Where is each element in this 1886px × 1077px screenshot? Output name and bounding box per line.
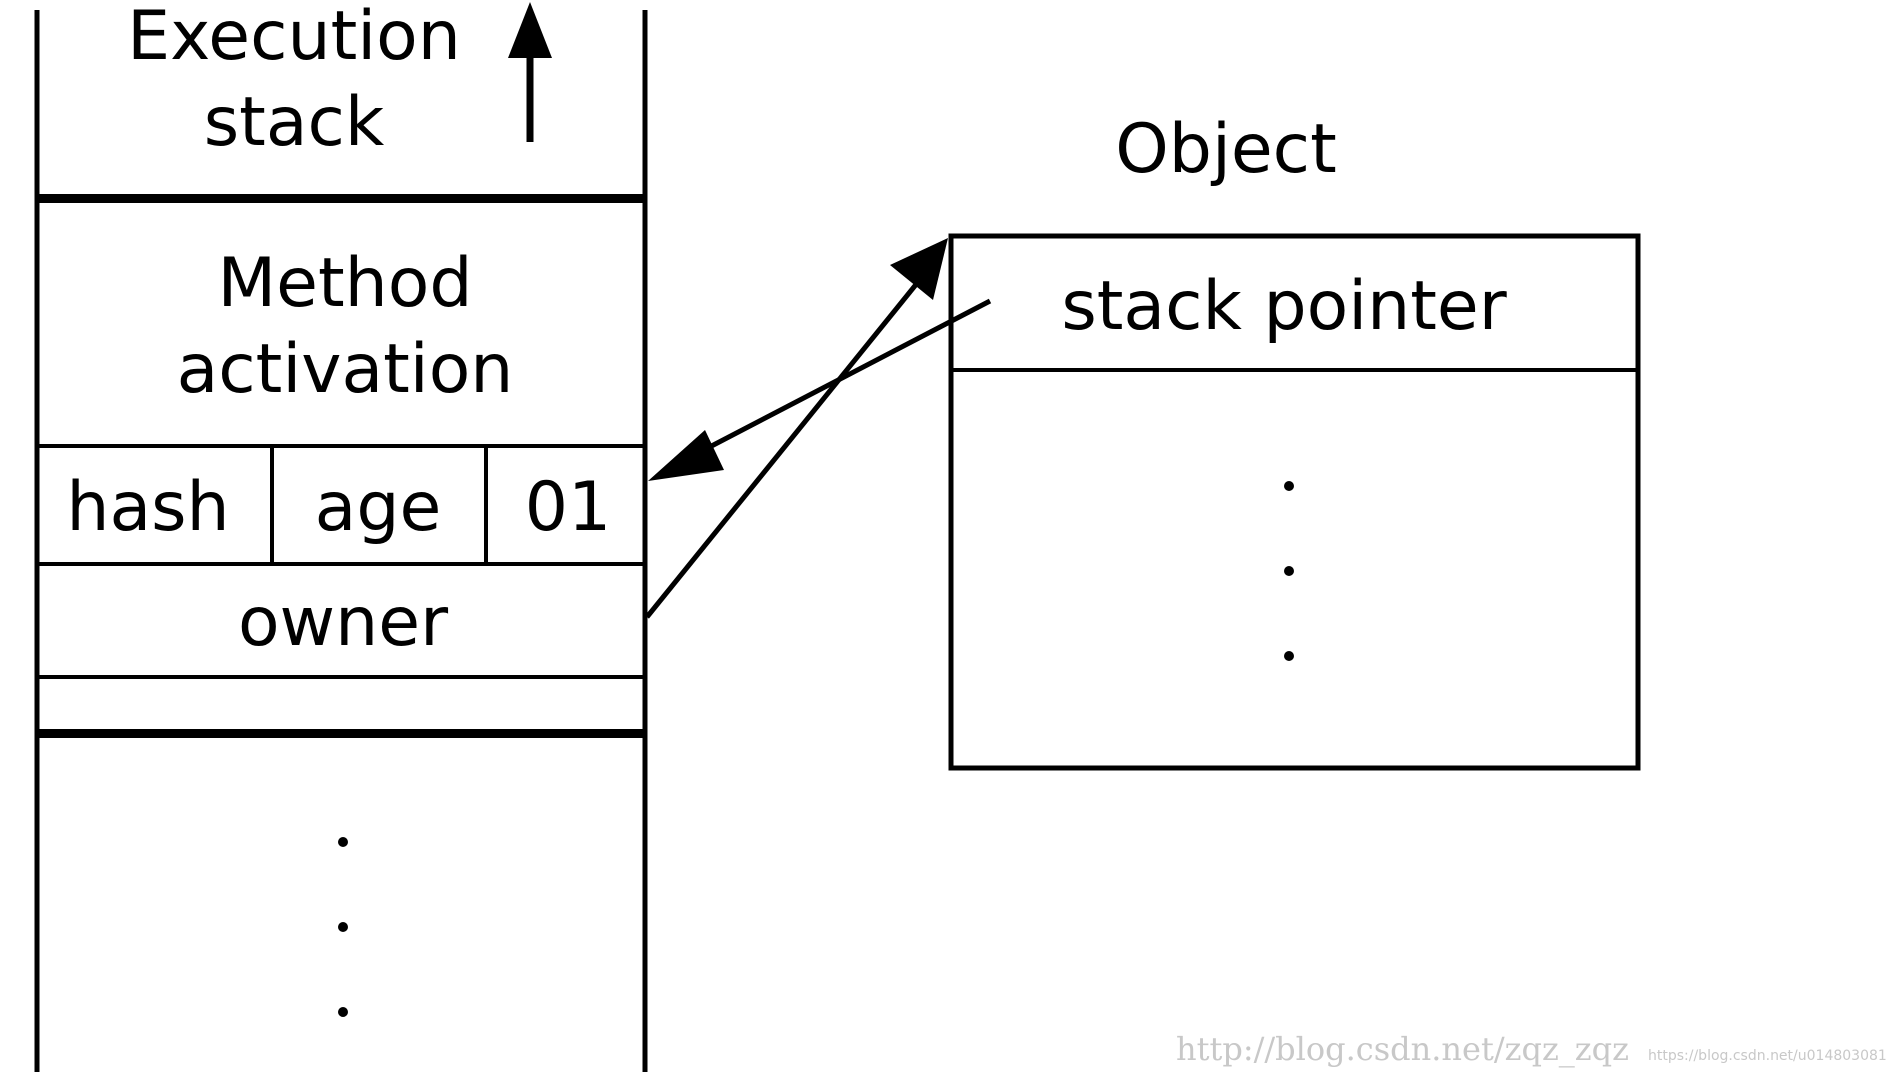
stack-pointer-to-lock-record-line (698, 298, 992, 455)
hash-cell: hash (66, 468, 229, 547)
watermark-secondary: https://blog.csdn.net/u014803081 (1648, 1048, 1886, 1064)
method-activation-line2: activation (177, 330, 514, 409)
owner-to-object-arrowhead (890, 238, 948, 300)
stack-pointer-to-lock-record-arrowhead (648, 430, 724, 481)
stack-separator-bottom (37, 729, 645, 738)
owner-cell: owner (238, 583, 448, 662)
execution-stack-title-line1: Execution (127, 0, 461, 76)
age-cell: age (315, 468, 442, 547)
execution-stack-title-line2: stack (204, 83, 385, 162)
stack-growth-arrow (508, 2, 552, 142)
object-outline (948, 233, 1641, 771)
stack-ellipsis-dot-1 (338, 837, 348, 847)
object-ellipsis-dot-3 (1284, 651, 1294, 661)
owner-to-object-line (645, 280, 920, 619)
tag-bits-cell: 01 (525, 468, 612, 547)
stack-pointer-field: stack pointer (1061, 267, 1506, 346)
execution-stack: Execution stack Method activation hash a… (34, 0, 648, 1072)
method-activation-line1: Method (217, 244, 472, 323)
object-box: Object stack pointer (948, 110, 1641, 771)
object-ellipsis-dot-2 (1284, 566, 1294, 576)
pointer-arrows (645, 238, 992, 619)
watermark-primary: http://blog.csdn.net/zqz_zqz (1176, 1030, 1629, 1068)
object-ellipsis-dot-1 (1284, 481, 1294, 491)
stack-ellipsis-dot-2 (338, 922, 348, 932)
stack-ellipsis-dot-3 (338, 1007, 348, 1017)
stack-separator-top (37, 194, 645, 203)
object-title: Object (1115, 110, 1336, 189)
